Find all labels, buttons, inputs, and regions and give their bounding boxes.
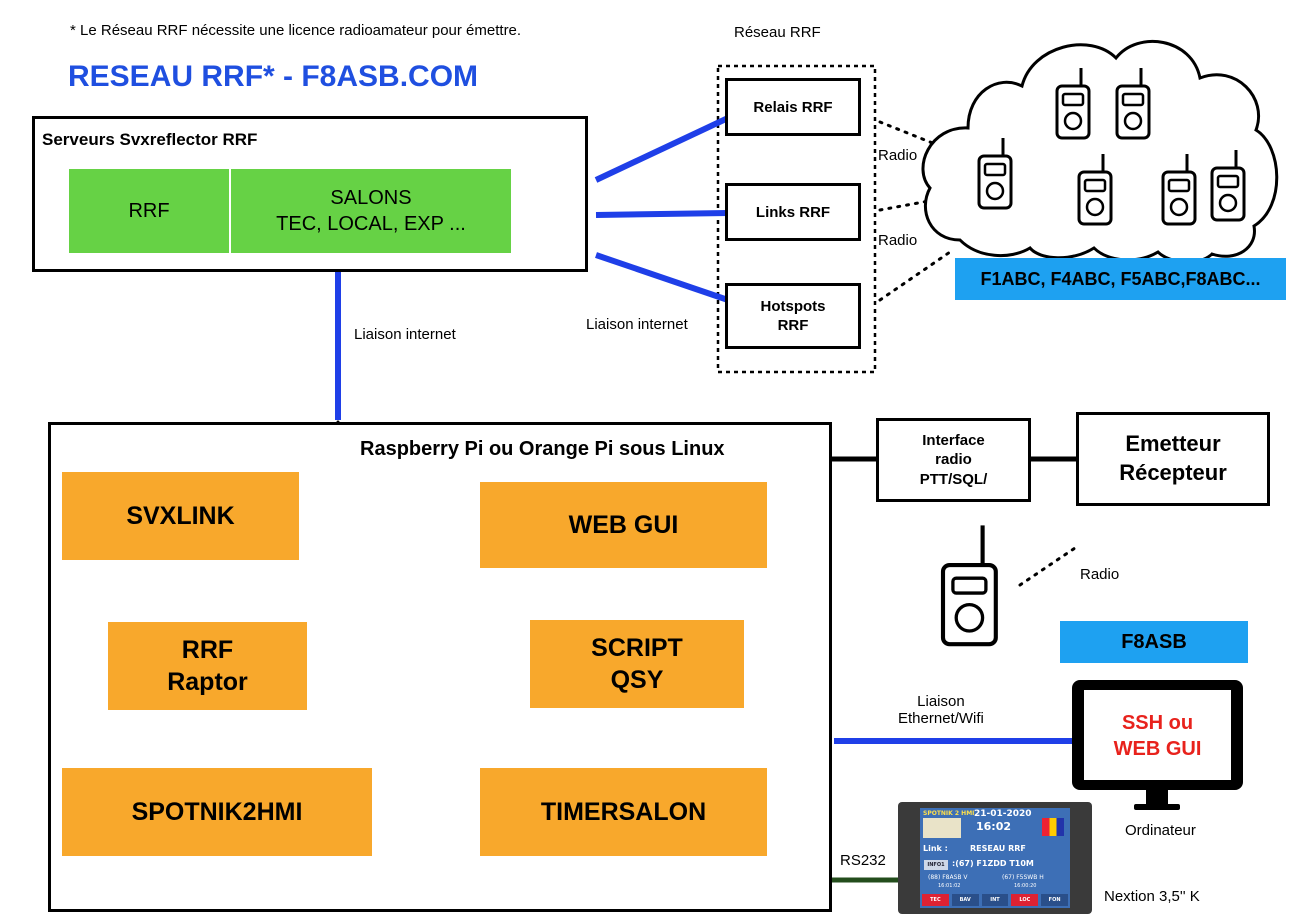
handheld-icon [1161, 152, 1197, 226]
station-banner: F8ASB [1060, 621, 1248, 663]
radio-label-1: Radio [878, 147, 918, 164]
diagram-title: RESEAU RRF* - F8ASB.COM [68, 60, 479, 93]
webgui-block: WEB GUI [480, 482, 767, 568]
hotspots-box: Hotspots RRF [725, 283, 861, 349]
nextion-row1-right: (67) F5SWB H [1002, 874, 1044, 881]
nextion-brand: SPOTNIK 2 HMI [923, 810, 975, 817]
flag-icon [1042, 818, 1064, 836]
spotnik-block: SPOTNIK2HMI [62, 768, 372, 856]
radio-dots-hotspots [878, 250, 952, 302]
handheld-icon [977, 136, 1013, 210]
radio-dots-handheld [1018, 546, 1077, 587]
nextion-screen: SPOTNIK 2 HMI 21-01-2020 16:02 Link : RE… [920, 808, 1070, 908]
nextion-button-row: TEC BAV INT LOC FON [922, 894, 1068, 906]
salons-block: SALONS TEC, LOCAL, EXP ... [231, 169, 511, 253]
interface-box: Interface radio PTT/SQL/ [876, 418, 1031, 502]
svxlink-block: SVXLINK [62, 472, 299, 560]
script-block: SCRIPT QSY [530, 620, 744, 708]
link-server-links [595, 210, 729, 218]
callsigns-banner: F1ABC, F4ABC, F5ABC,F8ABC... [955, 258, 1286, 300]
liaison-internet-label-2: Liaison internet [586, 316, 688, 333]
nextion-button-fon[interactable]: FON [1041, 894, 1068, 906]
handheld-icon [1055, 66, 1091, 140]
radio-label-3: Radio [1080, 566, 1120, 583]
pi-title: Raspberry Pi ou Orange Pi sous Linux [360, 438, 725, 460]
nextion-button-bav[interactable]: BAV [951, 894, 979, 906]
handheld-icon [1210, 148, 1246, 222]
nextion-count-call: :(67) F1ZDD T10M [952, 859, 1034, 868]
relais-box: Relais RRF [725, 78, 861, 136]
ethernet-label: Liaison Ethernet/Wifi [898, 693, 984, 728]
radio-label-2: Radio [878, 232, 918, 249]
license-note: * Le Réseau RRF nécessite une licence ra… [70, 22, 522, 39]
nextion-link-value: RESEAU RRF [970, 844, 1026, 853]
servers-title: Serveurs Svxreflector RRF [42, 130, 258, 149]
nextion-date: 21-01-2020 [974, 809, 1032, 819]
ordinateur-label: Ordinateur [1125, 822, 1196, 839]
handheld-icon-large [940, 525, 998, 647]
nextion-link-label: Link : [923, 844, 948, 853]
link-server-relais [594, 115, 730, 183]
nextion-label: Nextion 3,5'' K [1104, 888, 1200, 905]
nextion-button-loc[interactable]: LOC [1011, 894, 1039, 906]
timersalon-block: TIMERSALON [480, 768, 767, 856]
liaison-internet-label: Liaison internet [354, 326, 456, 343]
nextion-row2-right: 16:00:20 [1014, 883, 1037, 889]
nextion-button-tec[interactable]: TEC [922, 894, 949, 906]
link-server-hotspots [595, 252, 729, 303]
emetteur-box: Emetteur Récepteur [1076, 412, 1270, 506]
radio-dots-relais [878, 120, 947, 150]
nextion-display: SPOTNIK 2 HMI 21-01-2020 16:02 Link : RE… [898, 802, 1092, 914]
nextion-row2-left: 16:01:02 [938, 883, 961, 889]
nextion-row1-left: (88) F8ASB V [928, 874, 968, 881]
network-title: Réseau RRF [734, 24, 821, 41]
nextion-button-int[interactable]: INT [981, 894, 1009, 906]
nextion-time: 16:02 [976, 820, 1012, 833]
handheld-icon [1077, 152, 1113, 226]
links-box: Links RRF [725, 183, 861, 241]
rrf-block: RRF [69, 169, 229, 253]
monitor-text: SSH ou WEB GUI [1113, 712, 1202, 760]
nextion-info-button[interactable]: INFO1 [924, 860, 948, 870]
raptor-block: RRF Raptor [108, 622, 307, 710]
computer-monitor-icon [1072, 680, 1243, 810]
handheld-icon [1115, 66, 1151, 140]
rs232-label: RS232 [840, 852, 886, 869]
vu-meter-icon [923, 818, 961, 838]
